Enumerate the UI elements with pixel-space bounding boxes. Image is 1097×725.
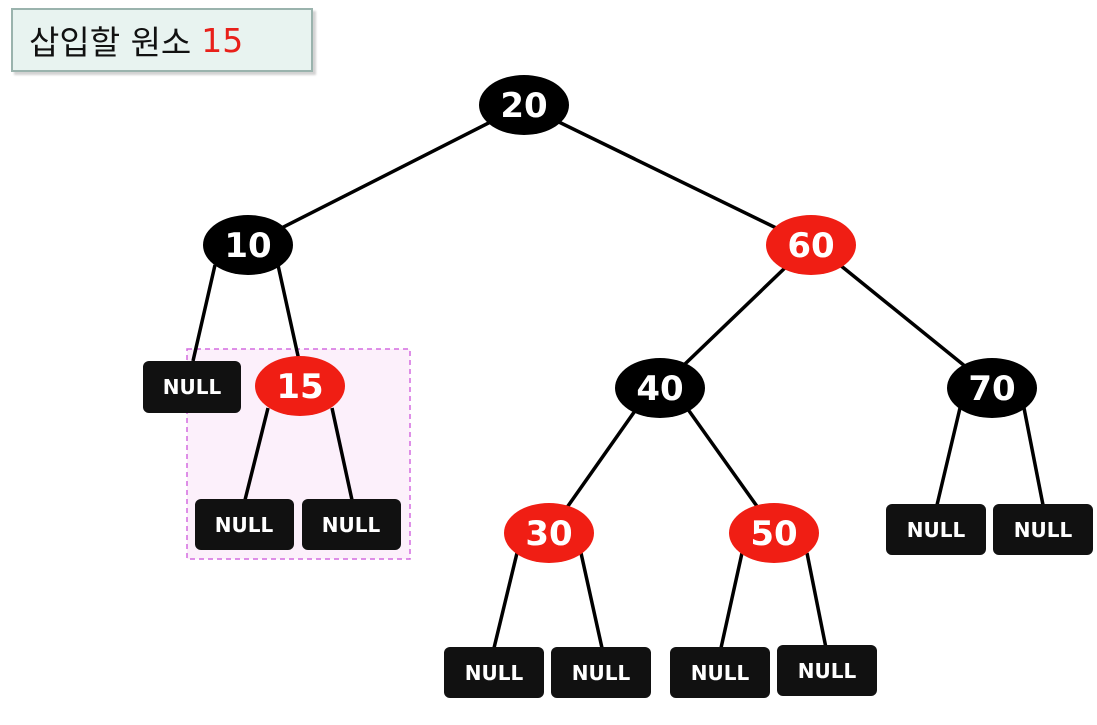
title-label: 삽입할 원소 bbox=[29, 23, 192, 62]
null-leaf: NULL bbox=[195, 499, 294, 550]
null-label: NULL bbox=[163, 375, 222, 399]
node-15-label: 15 bbox=[276, 367, 323, 407]
node-20: 20 bbox=[479, 75, 569, 135]
node-60: 60 bbox=[766, 215, 856, 275]
edge-50-null-right bbox=[805, 552, 828, 649]
null-label: NULL bbox=[322, 513, 381, 537]
title-value: 15 bbox=[201, 20, 244, 60]
node-20-label: 20 bbox=[500, 86, 547, 126]
node-50: 50 bbox=[729, 503, 819, 563]
null-leaf: NULL bbox=[143, 361, 241, 413]
node-40: 40 bbox=[615, 358, 705, 418]
node-70: 70 bbox=[947, 358, 1037, 418]
node-60-label: 60 bbox=[787, 226, 834, 266]
null-leaf: NULL bbox=[993, 504, 1093, 555]
edge-30-null-right bbox=[579, 552, 604, 649]
null-leaf: NULL bbox=[551, 647, 651, 698]
edge-20-10 bbox=[247, 103, 525, 247]
node-15: 15 bbox=[255, 356, 345, 416]
node-30-label: 30 bbox=[525, 514, 572, 554]
node-50-label: 50 bbox=[750, 514, 797, 554]
node-20-ellipse bbox=[479, 75, 569, 135]
null-label: NULL bbox=[1014, 518, 1073, 542]
null-label: NULL bbox=[907, 518, 966, 542]
node-60-ellipse bbox=[766, 215, 856, 275]
null-label: NULL bbox=[215, 513, 274, 537]
node-70-ellipse bbox=[947, 358, 1037, 418]
null-leaf: NULL bbox=[302, 499, 401, 550]
null-label: NULL bbox=[691, 661, 750, 685]
node-30-ellipse bbox=[504, 503, 594, 563]
node-30: 30 bbox=[504, 503, 594, 563]
edge-15-null-left bbox=[243, 407, 270, 501]
edge-70-null-right bbox=[1022, 407, 1045, 506]
node-70-label: 70 bbox=[968, 369, 1015, 409]
node-15-ellipse bbox=[255, 356, 345, 416]
null-leaf: NULL bbox=[886, 504, 986, 555]
edge-20-60 bbox=[523, 103, 812, 247]
node-10-label: 10 bbox=[224, 226, 271, 266]
edge-70-null-left bbox=[935, 407, 962, 506]
edge-30-null-left bbox=[492, 552, 519, 649]
edge-15-null-right bbox=[330, 407, 354, 501]
insert-element-title: 삽입할 원소 15 bbox=[11, 8, 313, 72]
node-50-ellipse bbox=[729, 503, 819, 563]
edge-10-null bbox=[191, 264, 217, 362]
node-10: 10 bbox=[203, 215, 293, 275]
null-label: NULL bbox=[572, 661, 631, 685]
edge-10-15 bbox=[276, 264, 302, 366]
null-leaf: NULL bbox=[670, 647, 770, 698]
node-40-label: 40 bbox=[636, 369, 683, 409]
null-label: NULL bbox=[465, 661, 524, 685]
node-10-ellipse bbox=[203, 215, 293, 275]
null-label: NULL bbox=[798, 659, 857, 683]
null-leaf: NULL bbox=[444, 647, 544, 698]
edge-50-null-left bbox=[719, 552, 744, 649]
node-40-ellipse bbox=[615, 358, 705, 418]
null-leaf: NULL bbox=[777, 645, 877, 696]
